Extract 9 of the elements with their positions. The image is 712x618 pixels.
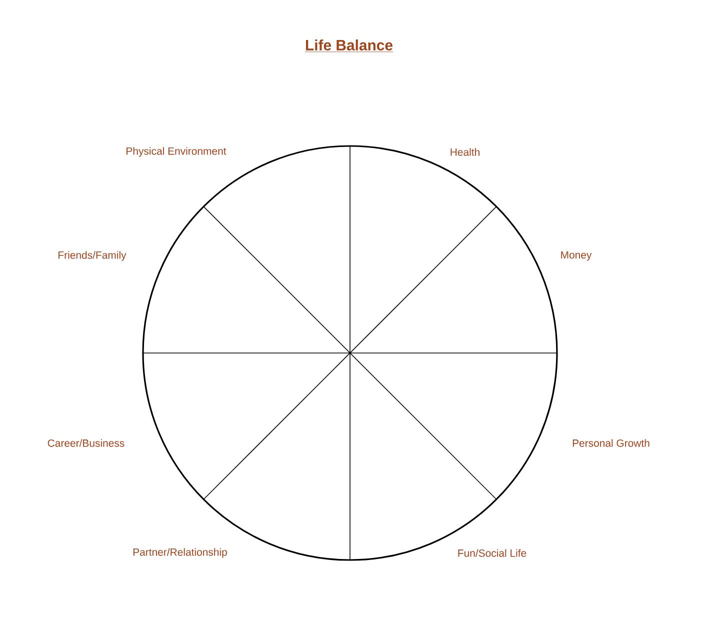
title: Life Balance bbox=[304, 40, 394, 52]
segment-label: Physical Environment bbox=[126, 147, 226, 157]
segment-label: Money bbox=[561, 251, 592, 261]
segment-label: Fun/Social Life bbox=[458, 549, 526, 557]
segment-label: Partner/Relationship bbox=[133, 548, 227, 558]
segment-label: Career/Business bbox=[48, 439, 124, 447]
segment-label: Health bbox=[450, 148, 480, 156]
segment-label: Personal Growth bbox=[572, 439, 650, 447]
segment-label: Friends/Family bbox=[58, 251, 126, 261]
